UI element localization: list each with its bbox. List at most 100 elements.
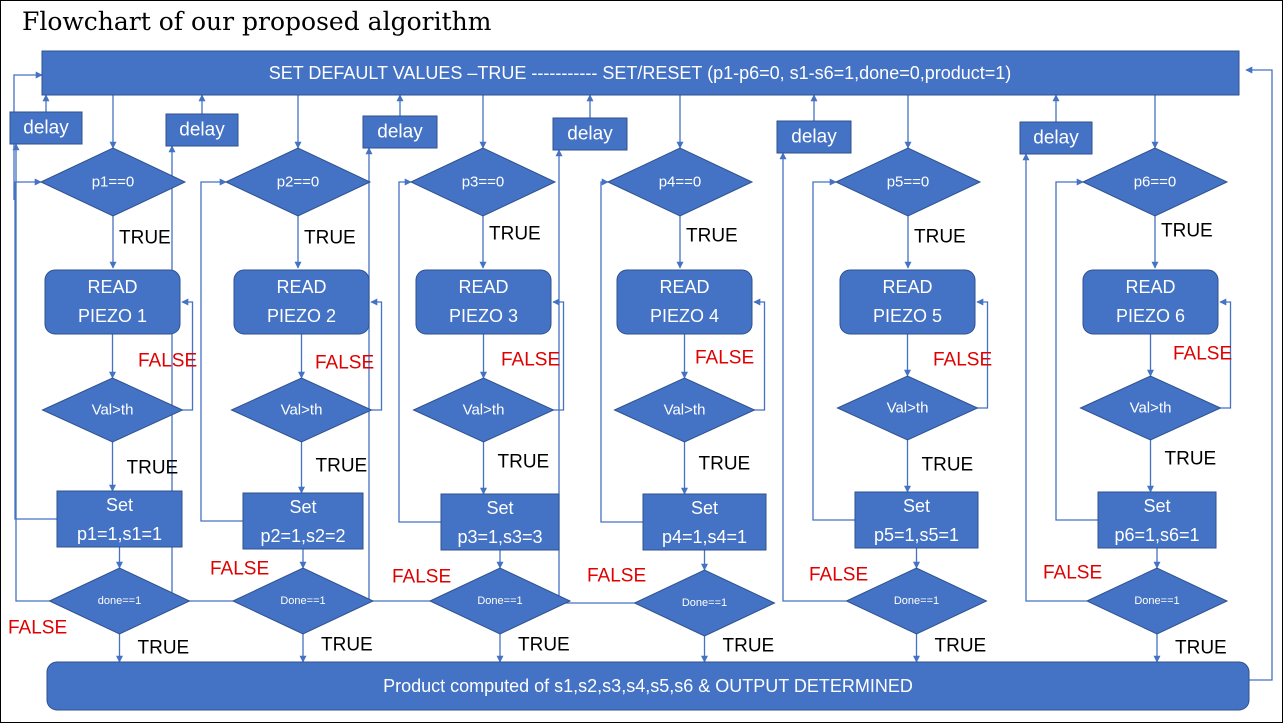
- connector-done-false-4: [555, 149, 635, 604]
- done-text-1: done==1: [98, 595, 141, 607]
- compare-text-6: Val>th: [1130, 400, 1172, 417]
- check-text-2: p2==0: [277, 174, 320, 191]
- true-label-compare-6: TRUE: [1165, 449, 1217, 470]
- done-text-2: Done==1: [280, 595, 325, 607]
- connector-set-to-check-5: [812, 178, 855, 521]
- connector-set-to-check-3: [398, 178, 441, 523]
- delay-text-6: delay: [1033, 128, 1079, 149]
- true-label-compare-5: TRUE: [922, 455, 974, 476]
- connector-done-false-5: [779, 152, 847, 602]
- connector-false-loop-1: [181, 298, 194, 411]
- check-diamond-2: [224, 147, 372, 217]
- false-label-done-2: FALSE: [210, 559, 269, 580]
- true-label-check-2: TRUE: [304, 228, 356, 249]
- piezo-text-5: PIEZO 5: [873, 306, 942, 326]
- piezo-text-6: PIEZO 6: [1116, 306, 1185, 326]
- check-diamond-6: [1081, 147, 1229, 217]
- done-diamond-1: [48, 567, 191, 635]
- connector-left-feedback: [13, 71, 43, 200]
- false-label-compare-6: FALSE: [1173, 344, 1232, 365]
- delay-box-2: [165, 113, 239, 147]
- connector-set-to-check-1: [14, 178, 57, 520]
- connector-set-to-check-4: [600, 178, 643, 523]
- compare-text-4: Val>th: [664, 402, 706, 419]
- delay-box-1: [9, 111, 83, 145]
- delay-text-5: delay: [791, 127, 837, 148]
- compare-text-5: Val>th: [887, 400, 929, 417]
- set-text-1: Set: [106, 495, 133, 515]
- piezo-text-4: PIEZO 4: [650, 306, 719, 326]
- set-box-3: [440, 493, 560, 551]
- done-text-4: Done==1: [682, 597, 727, 609]
- piezo-text-1: PIEZO 1: [78, 306, 147, 326]
- true-label-check-1: TRUE: [119, 228, 171, 249]
- read-text-2: READ: [276, 277, 326, 297]
- set-values-text-3: p3=1,s3=3: [457, 527, 542, 547]
- false-label-done-5: FALSE: [809, 565, 868, 586]
- compare-diamond-3: [412, 377, 555, 443]
- false-label-compare-1: FALSE: [138, 351, 197, 372]
- delay-text-1: delay: [23, 118, 69, 139]
- set-default-values-box: [41, 50, 1240, 96]
- check-text-1: p1==0: [92, 174, 135, 191]
- true-label-check-5: TRUE: [914, 227, 966, 248]
- delay-box-6: [1019, 121, 1093, 155]
- set-text-3: Set: [486, 498, 513, 518]
- connector-right-feedback: [1245, 66, 1273, 681]
- set-values-text-4: p4=1,s4=1: [662, 527, 747, 547]
- false-label-done-6: FALSE: [1043, 563, 1102, 584]
- connector-false-loop-5: [976, 298, 989, 409]
- compare-text-1: Val>th: [92, 402, 134, 419]
- connector-set-to-check-2: [200, 178, 243, 522]
- connector-done-false-1: [12, 143, 50, 602]
- done-text-6: Done==1: [1134, 595, 1179, 607]
- done-diamond-3: [428, 567, 572, 635]
- connector-false-loop-2: [370, 298, 383, 411]
- delay-box-4: [552, 117, 628, 151]
- connector-false-loop-3: [552, 298, 565, 411]
- delay-text-2: delay: [179, 120, 225, 141]
- true-label-check-3: TRUE: [489, 224, 541, 245]
- set-text-5: Set: [903, 496, 930, 516]
- check-text-6: p6==0: [1134, 174, 1177, 191]
- compare-text-2: Val>th: [281, 402, 323, 419]
- compare-diamond-5: [836, 375, 979, 441]
- false-label-compare-4: FALSE: [695, 348, 754, 369]
- done-text-5: Done==1: [894, 595, 939, 607]
- done-text-3: Done==1: [477, 595, 522, 607]
- true-label-check-6: TRUE: [1161, 221, 1213, 242]
- set-box-4: [642, 493, 767, 551]
- set-box-5: [854, 491, 979, 549]
- delay-box-5: [776, 120, 852, 154]
- compare-text-3: Val>th: [463, 402, 505, 419]
- check-text-4: p4==0: [659, 174, 702, 191]
- done-diamond-4: [633, 569, 776, 637]
- true-label-done-6: TRUE: [1175, 638, 1227, 659]
- connector-false-loop-4: [753, 298, 766, 411]
- done-diamond-5: [845, 567, 988, 635]
- set-box-6: [1097, 491, 1217, 549]
- check-diamond-3: [409, 147, 557, 217]
- set-values-text-2: p2=1,s2=2: [260, 526, 345, 546]
- product-output-text: Product computed of s1,s2,s3,s4,s5,s6 & …: [383, 676, 913, 696]
- false-label-compare-2: FALSE: [315, 353, 374, 374]
- compare-diamond-2: [230, 377, 373, 443]
- piezo-text-2: PIEZO 2: [267, 306, 336, 326]
- read-piezo-box-6: [1082, 269, 1219, 335]
- false-label-compare-5: FALSE: [933, 350, 992, 371]
- connector-done-false-6: [1022, 153, 1087, 602]
- check-diamond-1: [39, 147, 187, 217]
- delay-box-3: [362, 115, 438, 149]
- true-label-done-4: TRUE: [723, 636, 775, 657]
- true-label-check-4: TRUE: [686, 226, 738, 247]
- set-text-4: Set: [691, 498, 718, 518]
- connector-false-loop-6: [1219, 298, 1232, 409]
- product-output-box: [46, 661, 1250, 711]
- compare-diamond-6: [1079, 375, 1222, 441]
- check-diamond-5: [834, 147, 982, 217]
- delay-text-4: delay: [567, 124, 613, 145]
- set-values-text-5: p5=1,s5=1: [874, 525, 959, 545]
- read-text-5: READ: [882, 277, 932, 297]
